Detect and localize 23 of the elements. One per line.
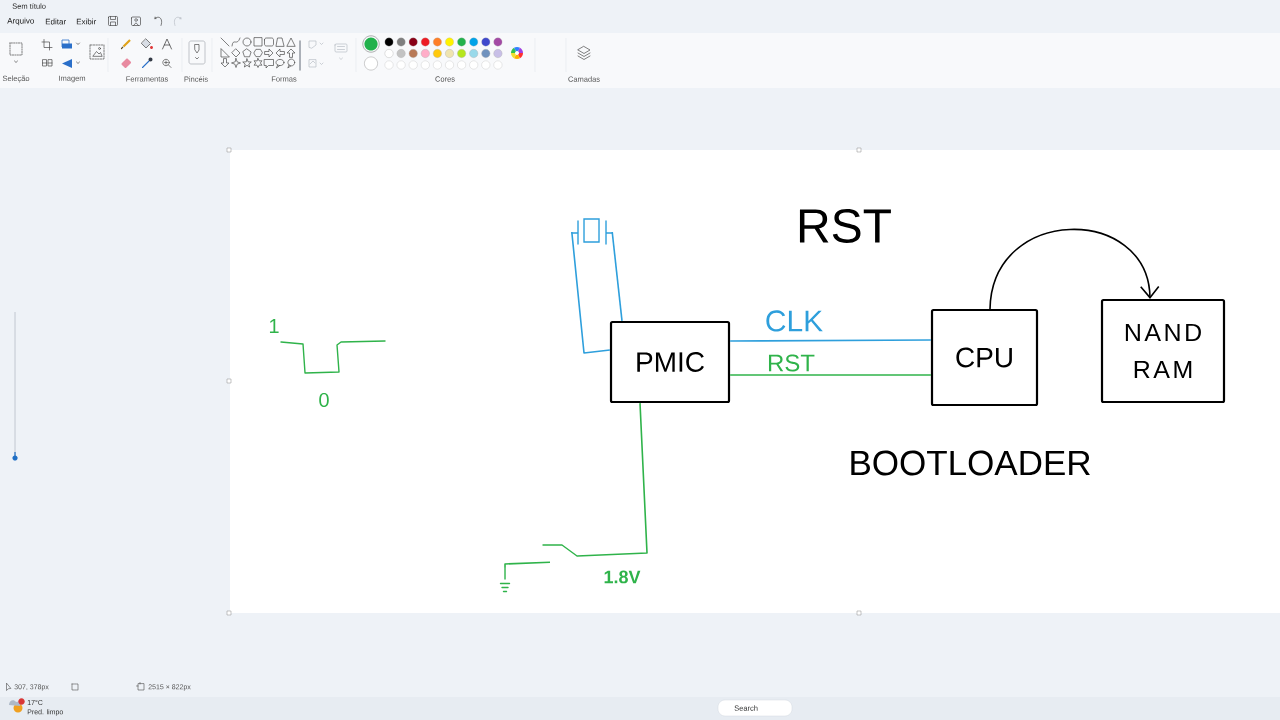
connector-line: [989, 228, 1160, 310]
connector-line: [611, 231, 623, 322]
component-box: CPU: [930, 308, 1039, 407]
menu-item: Arquivo: [7, 17, 34, 26]
menu-item: Editar: [45, 18, 66, 25]
menu-item: Exibir: [76, 18, 97, 25]
annotation-text: BOOTLOADER: [851, 450, 1090, 476]
edge-label: CLK: [766, 310, 823, 332]
level-label: 0: [319, 392, 329, 408]
crystal-symbol: [571, 218, 613, 245]
connector-line: [504, 561, 551, 569]
component-box: PMIC: [609, 320, 731, 404]
connector-line: [729, 339, 932, 342]
annotation-text: RST: [799, 209, 891, 243]
connector-line: [729, 374, 932, 376]
connector-line: [571, 231, 611, 354]
ground-symbol: [499, 567, 511, 593]
level-label: 1: [269, 319, 279, 333]
connector-line: [576, 402, 648, 557]
edge-label: 1.8V: [604, 570, 641, 584]
component-box: NAND RAM: [1100, 298, 1226, 404]
edge-label: RST: [769, 354, 815, 372]
switch-symbol: [542, 544, 578, 557]
